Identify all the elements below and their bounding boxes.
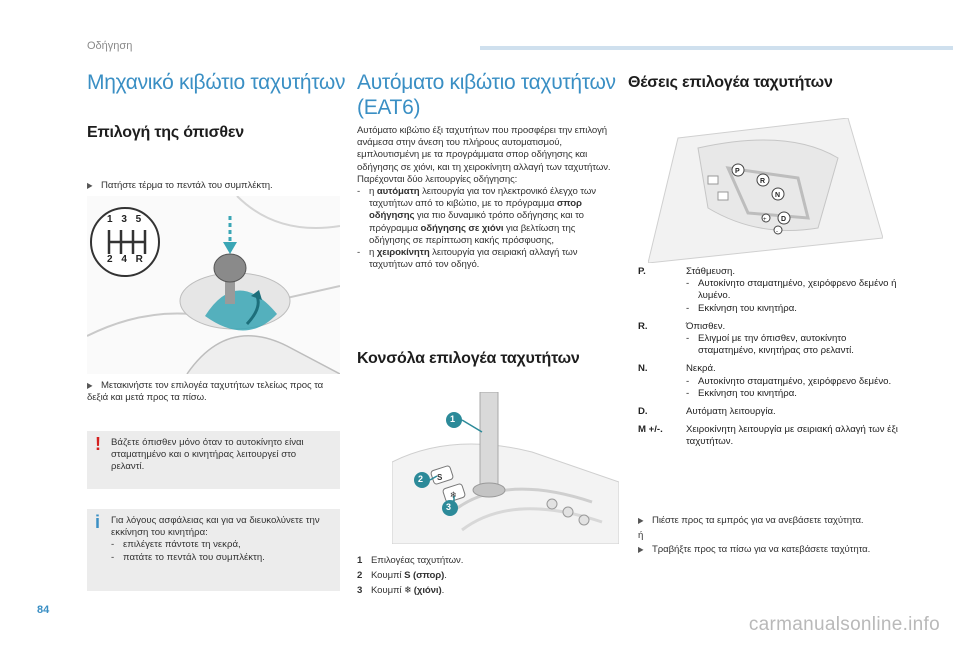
gear-pattern-top: 1 3 5	[107, 214, 145, 225]
reverse-subtitle: Επιλογή της όπισθεν	[87, 124, 244, 141]
warning-note: ! Βάζετε όπισθεν μόνο όταν το αυτοκίνητο…	[87, 431, 340, 489]
svg-text:D: D	[781, 216, 786, 223]
bullet-arrow-icon: ▶	[87, 381, 93, 390]
position-m: M +/-. Χειροκίνητη λειτουργία με σειριακ…	[638, 424, 898, 448]
position-r: R. Όπισθεν. Ελιγμοί με την όπισθεν, αυτο…	[638, 321, 898, 358]
position-p: P. Στάθμευση. Αυτοκίνητο σταματημένο, χε…	[638, 266, 898, 315]
or-separator: ή	[638, 530, 644, 542]
step-move-lever-text: Μετακινήστε τον επιλογέα ταχυτήτων τελεί…	[87, 380, 324, 404]
selector-positions-title: Θέσεις επιλογέα ταχυτήτων	[628, 74, 833, 91]
watermark: carmanualsonline.info	[748, 614, 940, 635]
svg-text:R: R	[760, 178, 765, 185]
automatic-title-line2: (EAT6)	[357, 96, 421, 119]
warning-icon: !	[95, 434, 101, 454]
mode-manual: η χειροκίνητη λειτουργία για σειριακή αλ…	[357, 247, 615, 271]
callout-3: 3	[446, 502, 452, 512]
console-subtitle: Κονσόλα επιλογέα ταχυτήτων	[357, 350, 580, 367]
automatic-gearbox-title: Αυτόματο κιβώτιο ταχυτήτων (EAT6)	[357, 70, 617, 120]
bullet-arrow-icon: ▶	[638, 545, 644, 555]
callout-2: 2	[418, 474, 424, 484]
svg-text:S: S	[437, 473, 443, 482]
callout-1: 1	[450, 414, 456, 424]
info-item: πατάτε το πεντάλ του συμπλέκτη.	[111, 552, 332, 564]
info-intro: Για λόγους ασφάλειας και για να διευκολύ…	[111, 515, 320, 539]
bullet-arrow-icon: ▶	[87, 181, 93, 190]
info-note: i Για λόγους ασφάλειας και για να διευκο…	[87, 509, 340, 591]
step-clutch-text: Πατήστε τέρμα το πεντάλ του συμπλέκτη.	[101, 180, 273, 191]
page-number: 84	[37, 604, 50, 616]
manual-shift-instructions: ▶Πιέστε προς τα εμπρός για να ανεβάσετε …	[638, 515, 900, 557]
mode-automatic: η αυτόματη λειτουργία για τον ηλεκτρονικ…	[357, 186, 615, 247]
automatic-title-line1: Αυτόματο κιβώτιο ταχυτήτων	[357, 71, 616, 94]
positions-list: P. Στάθμευση. Αυτοκίνητο σταματημένο, χε…	[638, 266, 898, 455]
manual-gearbox-title: Μηχανικό κιβώτιο ταχυτήτων	[87, 71, 346, 94]
svg-text:-: -	[776, 229, 778, 235]
svg-text:❄: ❄	[450, 490, 457, 500]
gear-pattern-bottom: 2 4 R	[107, 254, 146, 265]
info-icon: i	[95, 512, 101, 532]
info-item: επιλέγετε πάντοτε τη νεκρά,	[111, 539, 332, 551]
automatic-intro: Αυτόματο κιβώτιο έξι ταχυτήτων που προσφ…	[357, 125, 611, 173]
warning-text: Βάζετε όπισθεν μόνο όταν το αυτοκίνητο ε…	[111, 437, 304, 473]
gear-selector-console-figure: S ❄ 1 2 3	[392, 392, 619, 544]
pull-instruction: ▶Τραβήξτε προς τα πίσω για να κατεβάσετε…	[638, 544, 871, 556]
automatic-description: Αυτόματο κιβώτιο έξι ταχυτήτων που προσφ…	[357, 125, 615, 271]
manual-gear-lever-figure: 1 3 5 2 4 R	[87, 196, 340, 374]
section-header: Οδήγηση	[87, 40, 133, 52]
position-d: D. Αυτόματη λειτουργία.	[638, 406, 776, 418]
modes-intro: Παρέχονται δύο λειτουργίες οδήγησης:	[357, 173, 518, 185]
header-rule	[480, 46, 953, 50]
bullet-arrow-icon: ▶	[638, 516, 644, 525]
svg-text:+: +	[763, 217, 767, 223]
step-clutch: ▶ Πατήστε τέρμα το πεντάλ του συμπλέκτη.	[87, 180, 347, 192]
push-instruction: ▶Πιέστε προς τα εμπρός για να ανεβάσετε …	[638, 515, 864, 526]
svg-text:P: P	[735, 168, 740, 175]
step-move-lever: ▶Μετακινήστε τον επιλογέα ταχυτήτων τελε…	[87, 380, 342, 404]
svg-text:N: N	[775, 192, 780, 199]
selector-gate-figure: P R N D + -	[648, 118, 883, 263]
position-n: N. Νεκρά. Αυτοκίνητο σταματημένο, χειρόφ…	[638, 363, 898, 400]
